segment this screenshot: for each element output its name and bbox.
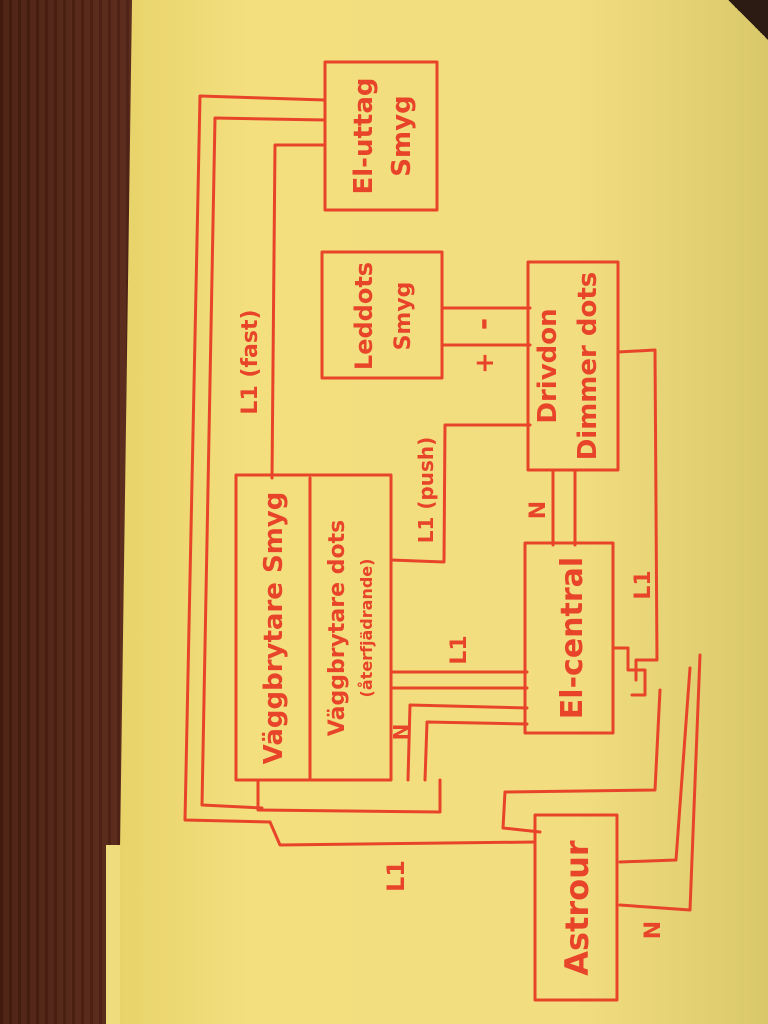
wire-label-l1-mid: L1 bbox=[447, 635, 472, 664]
label-vaggbrytare: Väggbrytare Smyg Väggbrytare dots (återf… bbox=[259, 492, 376, 765]
wire-astrour-top bbox=[501, 688, 662, 834]
wire-l1-push bbox=[389, 423, 532, 564]
driver-line1: Drivdon bbox=[533, 308, 563, 423]
wire-bottom-left bbox=[268, 820, 537, 847]
wire-label-n-bottom: N bbox=[641, 921, 666, 939]
el-central-label: El-central bbox=[555, 557, 590, 719]
wire-label-plus: + bbox=[470, 352, 500, 374]
dark-corner bbox=[728, 0, 768, 40]
driver-line2: Dimmer dots bbox=[573, 272, 603, 461]
wire-label-n-mid: N bbox=[389, 724, 413, 741]
wire-outer-loop bbox=[183, 94, 327, 824]
el-uttag-line2: Smyg bbox=[387, 95, 417, 176]
box-leddots bbox=[320, 250, 444, 380]
box-vaggbrytare bbox=[234, 473, 393, 782]
el-uttag-line1: El-uttag bbox=[349, 78, 379, 195]
label-leddots: Leddots Smyg bbox=[350, 262, 416, 370]
wire-astrour-loop-2 bbox=[618, 666, 692, 864]
astrour-label: Astrour bbox=[558, 840, 596, 976]
wire-label-n-driver: N bbox=[526, 501, 551, 519]
leddots-line1: Leddots bbox=[350, 262, 378, 370]
label-driver: Drivdon Dimmer dots bbox=[533, 272, 603, 461]
wire-label-minus: - bbox=[466, 318, 501, 330]
wire-l1-central bbox=[389, 670, 529, 690]
wire-driver-right bbox=[616, 348, 659, 682]
wire-driver-n bbox=[551, 468, 577, 547]
wire-label-l1-fast: L1 (fast) bbox=[238, 309, 263, 414]
box-driver bbox=[526, 260, 620, 472]
wire-label-l1-push: L1 (push) bbox=[414, 437, 438, 544]
box-el-central bbox=[523, 541, 615, 735]
wire-astrour-loop-1 bbox=[618, 653, 702, 912]
wire-label-l1-right: L1 bbox=[631, 570, 656, 599]
leddots-line2: Smyg bbox=[391, 282, 416, 351]
wire-second-loop bbox=[200, 116, 327, 810]
label-el-uttag: El-uttag Smyg bbox=[349, 78, 417, 195]
vaggbrytare-sub2: (återfjädrande) bbox=[357, 559, 376, 698]
wire-label-l1-bottom: L1 bbox=[382, 860, 410, 892]
wire-l1-fast bbox=[270, 143, 327, 480]
wire-central-right bbox=[611, 646, 647, 697]
box-el-uttag bbox=[323, 60, 439, 212]
vaggbrytare-sub1: Väggbrytare dots bbox=[325, 520, 350, 736]
wire-n-central bbox=[406, 703, 529, 782]
vaggbrytare-title: Väggbrytare Smyg bbox=[259, 492, 289, 765]
wire-vaggbrytare-bottom bbox=[256, 778, 442, 814]
box-astrour bbox=[533, 813, 619, 1002]
